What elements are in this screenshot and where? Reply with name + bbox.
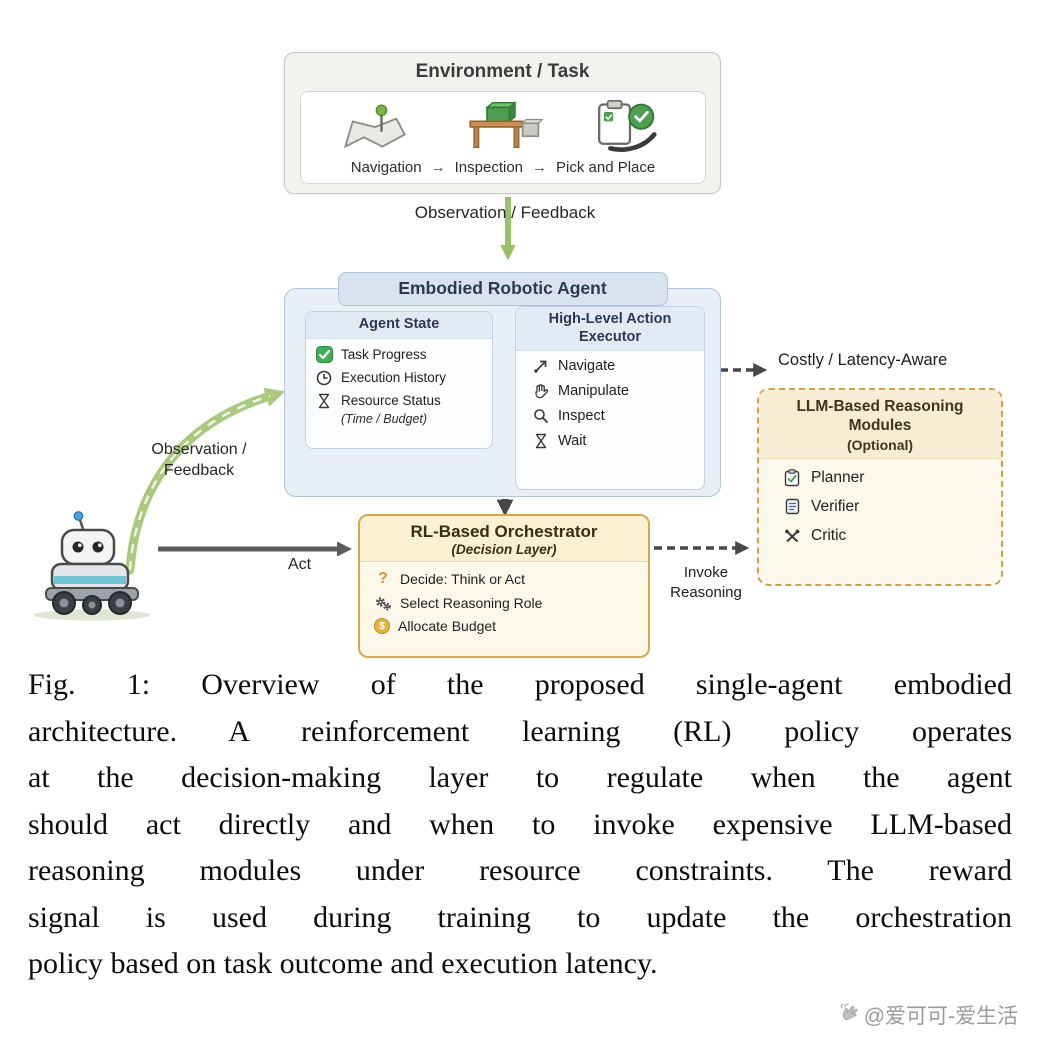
gears-icon bbox=[374, 596, 392, 611]
inspect-magnifier-icon bbox=[532, 408, 550, 424]
environment-task-icons bbox=[301, 92, 705, 159]
state-item-label: Execution History bbox=[341, 370, 447, 386]
embodied-agent-box: Embodied Robotic Agent Agent State Task … bbox=[284, 272, 721, 497]
question-icon: ? bbox=[378, 570, 388, 587]
llm-item-critic: Critic bbox=[783, 527, 991, 545]
executor-item-navigate: Navigate bbox=[525, 358, 695, 374]
pick-and-place-icon bbox=[589, 98, 671, 159]
caption-line: signal is used during training to update… bbox=[28, 900, 1012, 934]
llm-item-verifier: Verifier bbox=[783, 498, 991, 516]
state-item-execution-history: Execution History bbox=[315, 370, 483, 386]
llm-modules-title: LLM-Based Reasoning Modules bbox=[796, 398, 964, 435]
task-progress-check-icon bbox=[315, 345, 333, 363]
caption-line: architecture. A reinforcement learning (… bbox=[28, 714, 1012, 748]
orchestrator-box: RL-Based Orchestrator (Decision Layer) ?… bbox=[358, 514, 650, 658]
resource-status-hourglass-icon bbox=[315, 393, 333, 409]
budget-coin-icon: $ bbox=[374, 618, 390, 634]
state-item-resource-status: Resource Status bbox=[315, 393, 483, 409]
executor-item-label: Inspect bbox=[558, 408, 605, 425]
executor-item-label: Navigate bbox=[558, 358, 616, 375]
task-label-inspection: Inspection bbox=[454, 159, 524, 176]
environment-task-box: Environment / Task bbox=[284, 52, 721, 194]
caption-line: Fig. 1: Overview of the proposed single-… bbox=[28, 668, 1012, 701]
orchestrator-item-budget: $ Allocate Budget bbox=[374, 618, 640, 634]
caption-line: should act directly and when to invoke e… bbox=[28, 807, 1012, 841]
executor-item-manipulate: Manipulate bbox=[525, 383, 695, 399]
critic-tools-icon bbox=[783, 528, 801, 544]
observation-feedback-left-label: Observation / Feedback bbox=[151, 441, 247, 479]
llm-item-planner: Planner bbox=[783, 469, 991, 487]
orchestrator-item-decide: ? Decide: Think or Act bbox=[374, 570, 640, 588]
action-executor-box: High-Level Action Executor Navigate Mani… bbox=[515, 306, 705, 490]
state-item-label: Task Progress bbox=[341, 346, 427, 362]
llm-item-label: Critic bbox=[811, 526, 847, 544]
embodied-agent-title: Embodied Robotic Agent bbox=[337, 272, 668, 306]
act-label: Act bbox=[288, 556, 312, 573]
watermark: @爱可可-爱生活 bbox=[839, 1000, 1018, 1030]
planner-clipboard-icon bbox=[783, 469, 801, 487]
orchestrator-header: RL-Based Orchestrator (Decision Layer) bbox=[360, 516, 648, 562]
architecture-diagram: Environment / Task bbox=[22, 52, 1003, 658]
executor-item-label: Wait bbox=[558, 433, 587, 450]
execution-history-clock-icon bbox=[315, 370, 333, 386]
figure-caption: Fig. 1: Overview of the proposed single-… bbox=[28, 662, 1012, 988]
executor-item-label: Manipulate bbox=[558, 383, 629, 400]
llm-item-label: Planner bbox=[811, 468, 865, 486]
agent-state-box: Agent State Task Progress Execution Hist… bbox=[305, 311, 493, 449]
wait-hourglass-icon bbox=[532, 433, 550, 449]
watermark-hand-icon bbox=[839, 1003, 859, 1027]
orchestrator-title: RL-Based Orchestrator bbox=[410, 522, 598, 541]
watermark-text: @爱可可-爱生活 bbox=[863, 1005, 1018, 1028]
executor-title: High-Level Action Executor bbox=[516, 307, 704, 352]
task-label-pick-place: Pick and Place bbox=[556, 159, 656, 176]
orchestrator-item-select-role: Select Reasoning Role bbox=[374, 595, 640, 611]
navigation-map-icon bbox=[335, 102, 415, 159]
executor-item-wait: Wait bbox=[525, 433, 695, 449]
costly-latency-label: Costly / Latency-Aware bbox=[778, 351, 948, 369]
llm-modules-header: LLM-Based Reasoning Modules (Optional) bbox=[759, 390, 1001, 459]
environment-tasks-panel: Navigation → Inspection → Pick and Place bbox=[300, 91, 706, 184]
task-arrow-icon: → bbox=[532, 159, 548, 176]
inspection-table-icon bbox=[456, 98, 548, 159]
coin-glyph: $ bbox=[379, 620, 385, 632]
llm-modules-box: LLM-Based Reasoning Modules (Optional) P… bbox=[757, 388, 1003, 586]
manipulate-hand-icon bbox=[532, 383, 550, 399]
environment-task-labels: Navigation → Inspection → Pick and Place bbox=[301, 159, 705, 183]
caption-line: policy based on task outcome and executi… bbox=[28, 947, 658, 980]
observation-feedback-top-label: Observation / Feedback bbox=[414, 203, 596, 222]
robot-illustration bbox=[22, 510, 162, 622]
verifier-document-icon bbox=[783, 498, 801, 515]
state-item-task-progress: Task Progress bbox=[315, 345, 483, 363]
orchestrator-item-label: Select Reasoning Role bbox=[400, 595, 543, 611]
environment-title: Environment / Task bbox=[415, 61, 590, 82]
task-arrow-icon: → bbox=[430, 159, 446, 176]
resource-status-note: (Time / Budget) bbox=[341, 411, 428, 426]
executor-item-inspect: Inspect bbox=[525, 408, 695, 424]
task-label-navigation: Navigation bbox=[350, 159, 422, 176]
agent-state-title: Agent State bbox=[306, 312, 492, 339]
navigate-icon bbox=[532, 358, 550, 374]
caption-line: at the decision-making layer to regulate… bbox=[28, 761, 1012, 794]
state-item-label: Resource Status bbox=[341, 393, 441, 409]
llm-modules-subtitle: (Optional) bbox=[846, 436, 914, 453]
llm-item-label: Verifier bbox=[811, 497, 860, 515]
orchestrator-item-label: Allocate Budget bbox=[398, 618, 497, 634]
caption-line: reasoning modules under resource constra… bbox=[28, 854, 1012, 887]
invoke-reasoning-label: Invoke Reasoning bbox=[670, 564, 742, 601]
orchestrator-item-label: Decide: Think or Act bbox=[400, 571, 526, 587]
orchestrator-subtitle: (Decision Layer) bbox=[451, 542, 557, 557]
